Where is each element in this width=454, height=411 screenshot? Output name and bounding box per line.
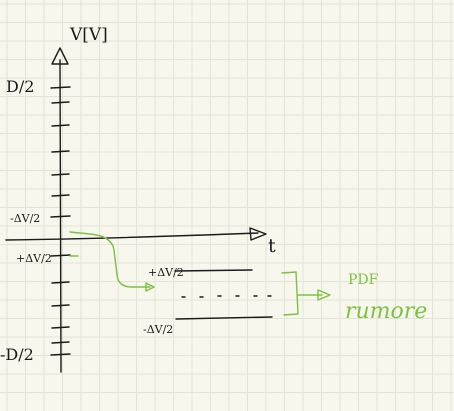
lower-level-line — [175, 316, 273, 320]
tick-label-d-half: D/2 — [6, 77, 34, 96]
tick-mark — [51, 326, 70, 329]
zoom-upper-label: +ΔV/2 — [148, 266, 184, 279]
tick-label-minus-half-dv: -ΔV/2 — [10, 212, 40, 225]
noise-label: rumore — [345, 299, 427, 324]
pdf-arrow-icon — [317, 289, 331, 301]
y-axis-line — [59, 59, 62, 373]
x-axis-arrow-icon — [249, 227, 267, 241]
zoom-lower-label: -ΔV/2 — [143, 323, 173, 336]
pdf-bracket-line — [281, 271, 299, 316]
tick-mark — [50, 215, 71, 218]
tick-mark — [51, 101, 70, 104]
pdf-label: PDF — [348, 272, 379, 288]
connector-curve — [69, 231, 151, 288]
tick-mark — [51, 173, 70, 176]
quantization-band-bracket — [69, 231, 155, 292]
tick-label-minus-d-half: -D/2 — [0, 345, 34, 364]
tick-mark — [51, 194, 70, 197]
tick-mark — [51, 150, 70, 153]
x-axis-line — [5, 232, 259, 241]
connector-arrow-icon — [145, 282, 155, 292]
y-axis-ticks — [50, 86, 71, 356]
y-axis — [51, 47, 69, 373]
tick-mark — [51, 341, 70, 344]
x-axis — [5, 227, 267, 241]
x-axis-label: t — [268, 235, 276, 257]
tick-label-plus-half-dv: +ΔV/2 — [16, 252, 52, 265]
tick-mark — [50, 86, 71, 89]
y-axis-arrow-icon — [51, 47, 69, 65]
tick-mark — [51, 124, 70, 127]
tick-mark — [50, 254, 71, 257]
tick-mark — [51, 281, 70, 284]
y-axis-label: V[V] — [69, 25, 108, 45]
midline-dashes — [181, 295, 272, 298]
upper-level-line — [174, 269, 253, 272]
tick-mark — [50, 353, 71, 356]
tick-mark — [51, 304, 70, 307]
pdf-bracket — [281, 271, 331, 316]
zoomed-band: +ΔV/2 -ΔV/2 — [143, 266, 273, 336]
